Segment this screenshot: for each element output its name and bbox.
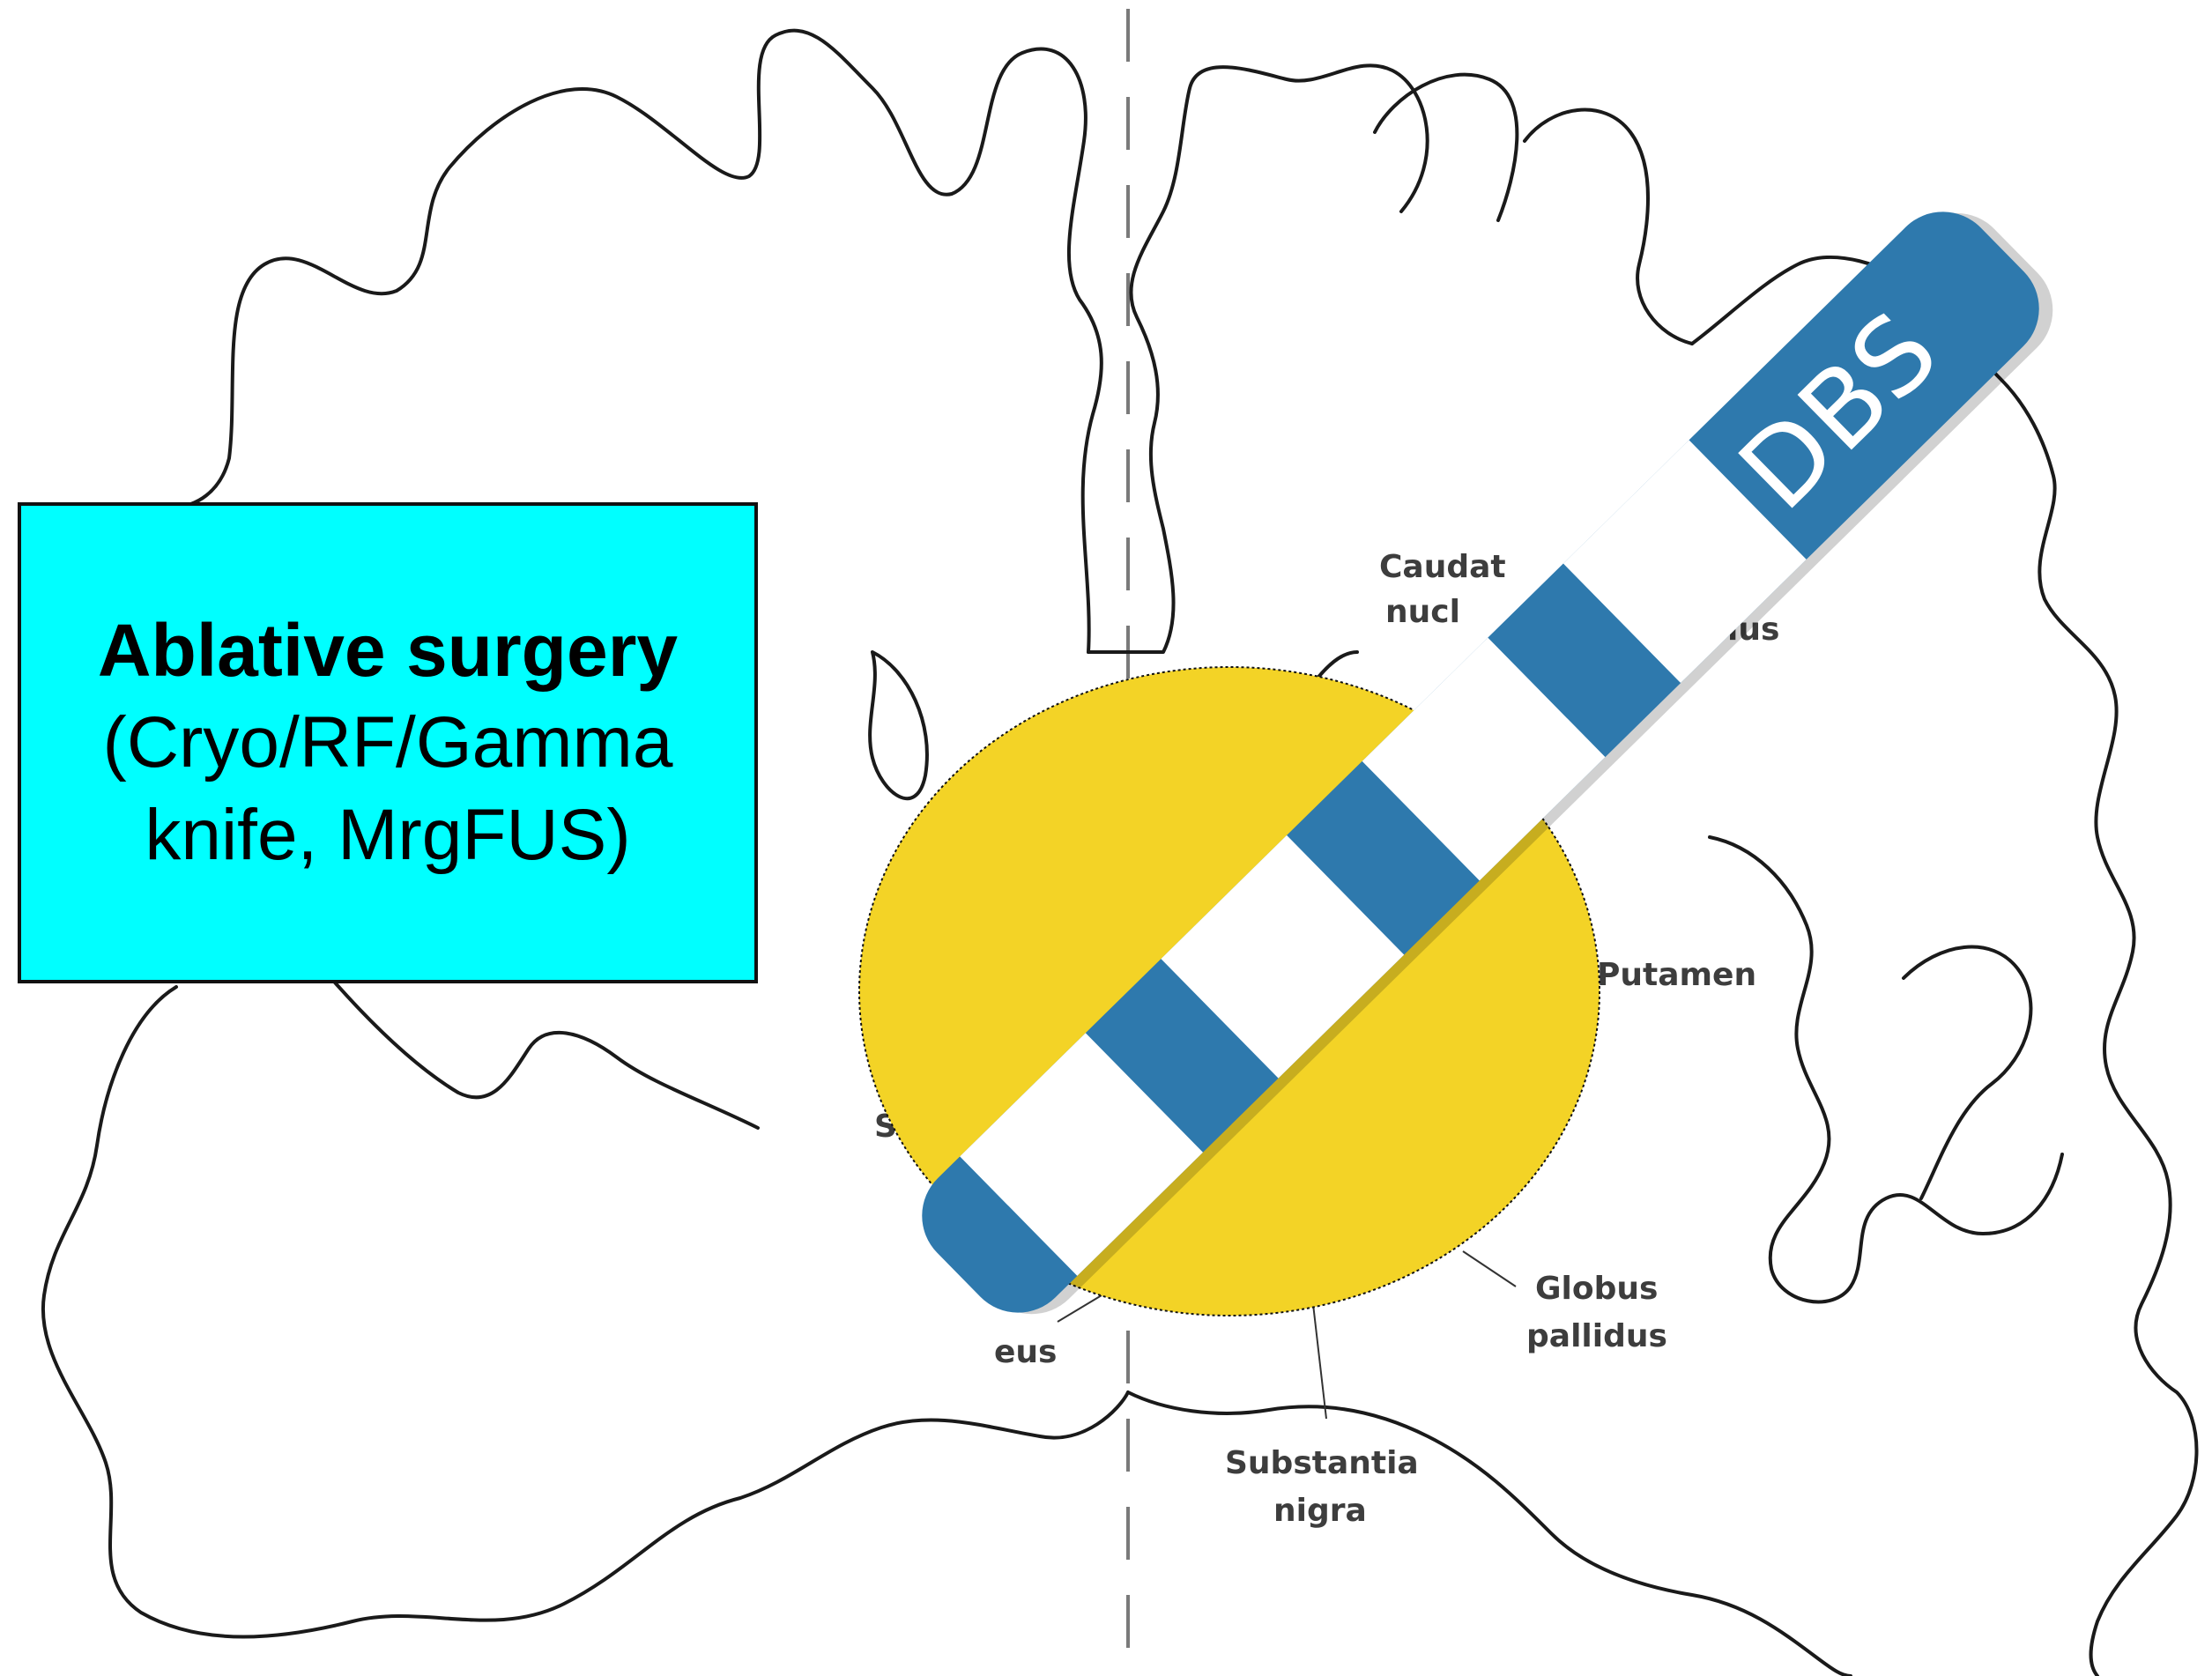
nucleus-fragment-label: eus — [994, 1334, 1057, 1370]
ablative-surgery-box: Ablative surgery (Cryo/RF/Gamma knife, M… — [18, 502, 758, 983]
putamen-label: Putamen — [1597, 957, 1756, 993]
caudate-label-line1: Caudat — [1379, 549, 1506, 585]
globus-label-line2: pallidus — [1526, 1318, 1667, 1354]
ablative-surgery-title: Ablative surgery — [98, 604, 678, 697]
substantia-label-line1: Substantia — [1225, 1445, 1419, 1481]
globus-label-line1: Globus — [1535, 1271, 1658, 1307]
substantia-label-line2: nigra — [1273, 1493, 1367, 1529]
ablative-methods-line1: (Cryo/RF/Gamma — [103, 697, 673, 790]
caudate-label-line2: nucl — [1385, 594, 1460, 630]
ablative-methods-line2: knife, MrgFUS) — [145, 790, 630, 882]
